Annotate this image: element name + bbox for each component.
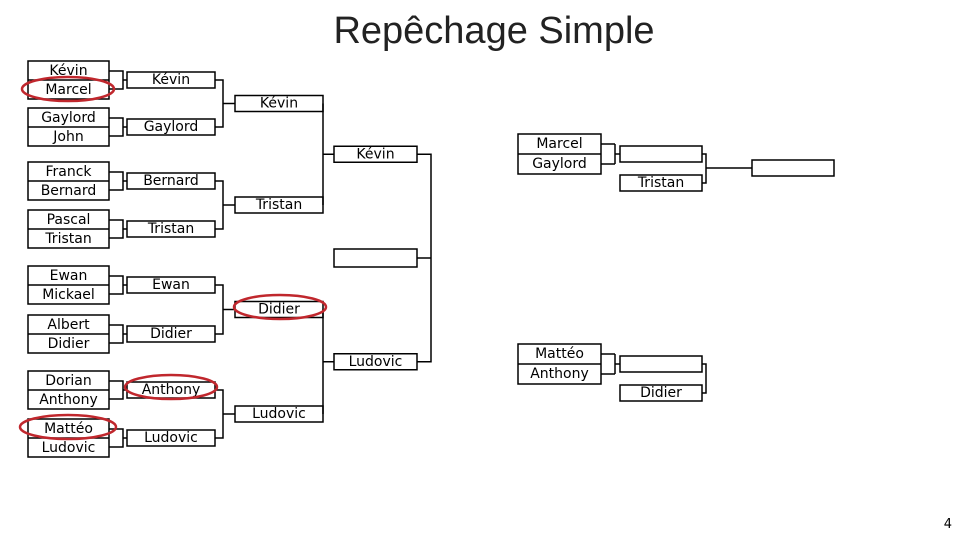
competitor-name: Didier bbox=[640, 385, 682, 401]
competitor-name: Ewan bbox=[50, 268, 88, 284]
highlight-circle bbox=[20, 75, 116, 103]
connector-line bbox=[109, 380, 124, 400]
competitor-name: Dorian bbox=[45, 373, 91, 389]
competitor-name: Ewan bbox=[152, 277, 190, 293]
competitor-name: Ludovic bbox=[252, 406, 306, 422]
competitor-name: Albert bbox=[47, 317, 90, 333]
competitor-name: Bernard bbox=[143, 173, 199, 189]
competitor-name: Ludovic bbox=[42, 440, 96, 456]
competitor-name: John bbox=[52, 129, 83, 145]
competitor-name: Didier bbox=[150, 326, 192, 342]
competitor-name: Kévin bbox=[152, 72, 190, 88]
competitor-name: Mickael bbox=[42, 287, 95, 303]
connector-line bbox=[215, 180, 224, 230]
connector-line bbox=[109, 275, 124, 295]
highlight-circle bbox=[232, 293, 328, 321]
competitor-name: Didier bbox=[258, 302, 300, 318]
connector-line bbox=[215, 389, 224, 439]
competitor-name: Marcel bbox=[45, 82, 91, 98]
competitor-name: Tristan bbox=[147, 221, 194, 237]
competitor-name: Pascal bbox=[47, 212, 91, 228]
competitor-name: Tristan bbox=[255, 197, 302, 213]
connector-line bbox=[109, 324, 124, 344]
competitor-name: Tristan bbox=[44, 231, 91, 247]
connector-line bbox=[109, 117, 124, 137]
page-number: 4 bbox=[943, 517, 952, 532]
final-box bbox=[333, 248, 418, 268]
highlight-circle bbox=[123, 373, 219, 401]
connector-line bbox=[109, 171, 124, 191]
competitor-name: Franck bbox=[45, 164, 92, 180]
connector-line bbox=[702, 363, 707, 394]
connector-line bbox=[109, 219, 124, 239]
competitor-name: Didier bbox=[48, 336, 90, 352]
competitor-name: Gaylord bbox=[41, 110, 96, 126]
competitor-name: Tristan bbox=[637, 175, 684, 191]
connector-line bbox=[215, 79, 224, 128]
competitor-name: Gaylord bbox=[144, 119, 199, 135]
competitor-name: Ludovic bbox=[144, 430, 198, 446]
competitor-name: Bernard bbox=[41, 183, 97, 199]
competitor-name: Gaylord bbox=[532, 156, 587, 172]
competitor-name: Anthony bbox=[530, 366, 589, 382]
repechage-slot-box bbox=[619, 355, 703, 373]
competitor-name: Kévin bbox=[356, 146, 394, 162]
competitor-name: Anthony bbox=[39, 392, 98, 408]
competitor-name: Kévin bbox=[49, 63, 87, 79]
page-title: Repêchage Simple bbox=[333, 10, 655, 52]
competitor-name: Ludovic bbox=[349, 354, 403, 370]
competitor-name: Mattéo bbox=[535, 346, 584, 362]
repechage-final-box bbox=[751, 159, 835, 177]
competitor-name: Kévin bbox=[260, 96, 298, 112]
competitor-name: Marcel bbox=[536, 136, 582, 152]
competitor-name: Mattéo bbox=[44, 421, 93, 437]
competitor-name: Anthony bbox=[142, 382, 201, 398]
connector-line bbox=[109, 70, 124, 90]
connector-line bbox=[215, 284, 224, 335]
highlight-circle bbox=[18, 413, 118, 441]
repechage-slot-box bbox=[619, 145, 703, 163]
